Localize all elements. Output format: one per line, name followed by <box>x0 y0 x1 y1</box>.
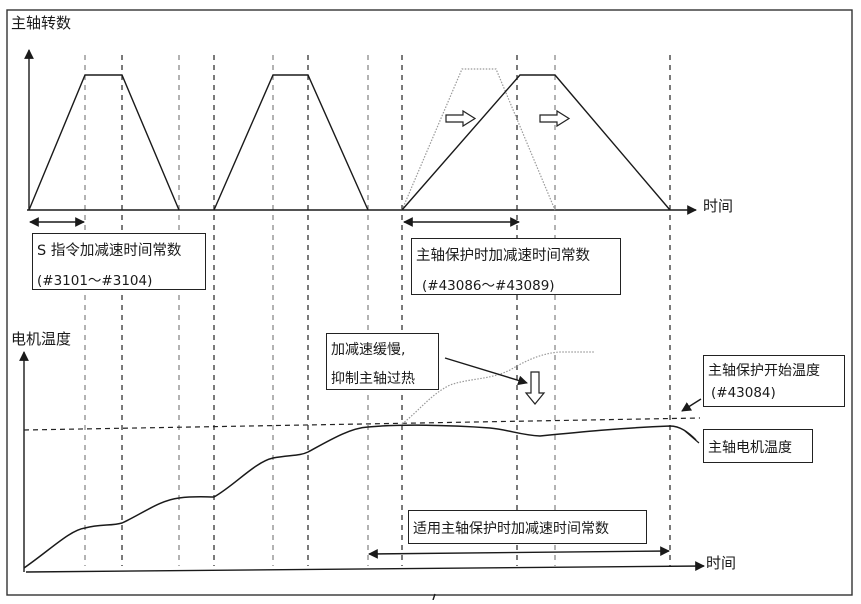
s-command-note-line1: S 指令加减速时间常数 <box>37 243 182 259</box>
applied-protection-range-dimension <box>368 546 670 559</box>
bottom-x-axis <box>25 561 705 573</box>
s-command-time-constant-note: S 指令加减速时间常数 (#3101～#3104) <box>32 233 206 290</box>
bottom-y-axis-label: 电机温度 <box>11 330 72 348</box>
top-y-axis-label: 主轴转数 <box>11 14 72 32</box>
applied-protection-note: 适用主轴保护时加减速时间常数 <box>408 510 647 544</box>
slow-note-line2: 抑制主轴过热 <box>331 371 415 387</box>
threshold-note-line1: 主轴保护开始温度 <box>708 363 820 379</box>
motor-temp-note-text: 主轴电机温度 <box>708 440 792 456</box>
speed-cycle-3-protected <box>401 74 671 211</box>
bottom-x-axis-label: 时间 <box>706 554 737 572</box>
outer-frame <box>6 9 853 596</box>
threshold-note-leader-arrow <box>681 398 702 412</box>
threshold-note-line2: (#43084) <box>711 385 776 401</box>
speed-cycle-original-dotted <box>401 68 556 211</box>
shift-right-arrow-icon <box>445 109 477 128</box>
s-command-note-line2: (#3101～#3104) <box>37 273 153 289</box>
top-x-axis-label: 时间 <box>703 197 734 215</box>
bottom-center-tick <box>432 593 436 601</box>
unprotected-temperature-curve-dotted <box>401 351 595 425</box>
protection-start-temperature-line <box>23 417 701 431</box>
slow-note-leader-arrow <box>444 357 528 386</box>
time-guide-lines <box>84 55 671 566</box>
motor-temp-note-leader <box>684 430 700 444</box>
motor-temperature-note: 主轴电机温度 <box>703 429 813 463</box>
temperature-decrease-arrow-icon <box>524 371 546 405</box>
slow-note-line1: 加减速缓慢, <box>331 342 406 358</box>
speed-cycle-2 <box>213 74 369 211</box>
speed-cycle-1 <box>28 74 180 211</box>
shift-right-arrow-icon <box>539 109 571 128</box>
applied-note-text: 适用主轴保护时加减速时间常数 <box>413 521 609 537</box>
motor-temperature-curve <box>23 424 697 569</box>
protection-time-constant-note: 主轴保护时加减速时间常数 (#43086～#43089) <box>411 238 621 295</box>
protection-note-line2: (#43086～#43089) <box>422 278 555 294</box>
slow-acceleration-note: 加减速缓慢, 抑制主轴过热 <box>326 333 439 390</box>
protection-start-temperature-note: 主轴保护开始温度 (#43084) <box>703 355 845 407</box>
protection-note-line1: 主轴保护时加减速时间常数 <box>416 248 590 264</box>
